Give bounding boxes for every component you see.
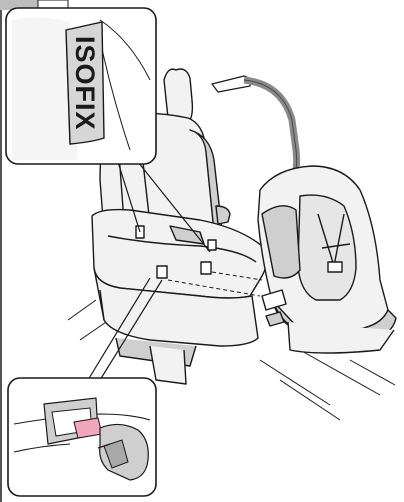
child-seat (258, 166, 396, 353)
top-tether (212, 76, 297, 176)
isofix-tag-callout: ISOFIX (6, 8, 156, 164)
connector-latch-callout (8, 378, 156, 496)
isofix-tag-text: ISOFIX (70, 36, 100, 131)
